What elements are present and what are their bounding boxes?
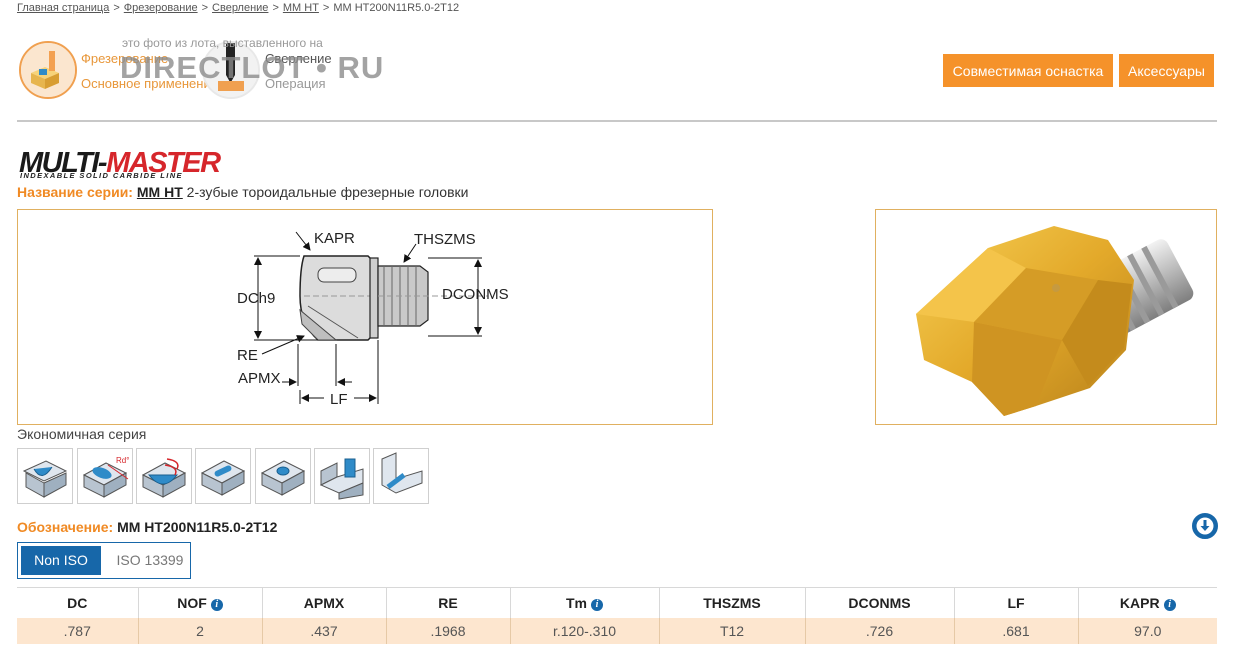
- dim-label-thszms: THSZMS: [414, 231, 476, 248]
- primary-application-caption: Основное применение: [81, 76, 218, 91]
- info-icon[interactable]: i: [1163, 599, 1176, 611]
- profile-milling-icon[interactable]: [17, 448, 73, 504]
- download-icon: [1196, 517, 1214, 535]
- column-header-label: DC: [67, 595, 88, 611]
- plunging-icon[interactable]: [255, 448, 311, 504]
- economy-series-label: Экономичная серия: [17, 426, 147, 442]
- breadcrumb-separator: >: [201, 2, 209, 14]
- series-label: Название серии:: [17, 184, 133, 200]
- breadcrumb-current: MM HT200N11R5.0-2T12: [333, 2, 460, 14]
- primary-application-icon[interactable]: [19, 41, 77, 99]
- column-header: DCONMS: [805, 587, 955, 618]
- primary-application-name: Фрезерование: [81, 51, 169, 66]
- table-cell: .1968: [386, 618, 511, 644]
- breadcrumb-separator: >: [113, 2, 120, 14]
- ramping-icon[interactable]: Rd°: [77, 448, 133, 504]
- breadcrumb-milling-link[interactable]: Фрезерование: [123, 2, 198, 14]
- info-icon[interactable]: i: [591, 599, 603, 611]
- product-photo: [875, 209, 1217, 425]
- breadcrumb: Главная страница>Фрезерование>Сверление>…: [17, 2, 459, 14]
- header-divider: [17, 120, 1217, 122]
- table-cell: 97.0: [1078, 618, 1217, 644]
- series-line: Название серии: MM HT 2-зубые тороидальн…: [17, 184, 468, 200]
- logo-text-multi: MULTI-: [19, 147, 108, 179]
- dim-label-lf: LF: [330, 391, 348, 408]
- secondary-application-icon[interactable]: [202, 41, 260, 99]
- series-code-link[interactable]: MM HT: [136, 184, 183, 200]
- logo-text-master: MASTER: [106, 147, 221, 179]
- breadcrumb-separator: >: [272, 2, 279, 14]
- table-cell: r.120-.310: [510, 618, 660, 644]
- dim-label-dch9: DCh9: [237, 290, 275, 307]
- column-header-label: KAPR: [1119, 595, 1160, 611]
- tab-non-iso[interactable]: Non ISO: [21, 546, 101, 575]
- technical-drawing: DCh9 DCONMS KAPR THSZMS RE APMX LF: [17, 209, 713, 425]
- breadcrumb-series-link[interactable]: MM HT: [282, 2, 319, 14]
- column-header-label: NOF: [177, 595, 207, 611]
- logo-subtitle: INDEXABLE SOLID CARBIDE LINE: [20, 171, 183, 180]
- multi-master-logo: MULTI-MASTER: [19, 147, 221, 179]
- column-header: RE: [386, 587, 511, 618]
- chamfering-icon[interactable]: [373, 448, 429, 504]
- dim-label-kapr: KAPR: [314, 230, 355, 247]
- dim-label-re: RE: [237, 347, 258, 364]
- dim-label-apmx: APMX: [238, 370, 281, 387]
- table-cell: .787: [17, 618, 139, 644]
- watermark-brand: DIRECTLOT • RU: [120, 50, 385, 85]
- column-header-label: LF: [1007, 595, 1025, 611]
- designation-line: Обозначение: MM HT200N11R5.0-2T12: [17, 519, 277, 535]
- table-cell: .726: [805, 618, 955, 644]
- slotting-icon[interactable]: [195, 448, 251, 504]
- download-button[interactable]: [1192, 513, 1218, 539]
- svg-text:Rd°: Rd°: [116, 456, 129, 465]
- breadcrumb-separator: >: [322, 2, 330, 14]
- compatible-tooling-button[interactable]: Совместимая оснастка: [943, 54, 1113, 87]
- helical-interpolation-icon[interactable]: [136, 448, 192, 504]
- designation-label: Обозначение:: [17, 519, 114, 535]
- column-header-label: RE: [438, 595, 458, 611]
- column-header-label: THSZMS: [703, 595, 761, 611]
- secondary-application-name: Сверление: [265, 51, 332, 66]
- column-header: LF: [954, 587, 1079, 618]
- designation-value: MM HT200N11R5.0-2T12: [117, 519, 278, 535]
- shoulder-milling-icon[interactable]: [314, 448, 370, 504]
- column-header: APMX: [262, 587, 387, 618]
- table-row: .787 2 .437 .1968 r.120-.310 T12 .726 .6…: [17, 618, 1217, 644]
- table-cell: .437: [262, 618, 387, 644]
- secondary-application-caption: Операция: [265, 76, 326, 91]
- breadcrumb-drilling-link[interactable]: Сверление: [212, 2, 269, 14]
- dim-label-dconms: DCONMS: [442, 286, 509, 303]
- table-cell: 2: [138, 618, 263, 644]
- info-icon[interactable]: i: [210, 599, 223, 611]
- column-header: DC: [17, 587, 139, 618]
- standard-tabs: Non ISO ISO 13399: [17, 542, 191, 579]
- series-description: 2-зубые тороидальные фрезерные головки: [186, 184, 469, 200]
- table-cell: .681: [954, 618, 1079, 644]
- column-header-label: APMX: [303, 595, 345, 611]
- tab-iso-13399[interactable]: ISO 13399: [116, 552, 184, 568]
- column-header: THSZMS: [659, 587, 806, 618]
- breadcrumb-home-link[interactable]: Главная страница: [17, 2, 110, 14]
- column-header-label: Tm: [566, 595, 587, 611]
- watermark-caption: это фото из лота, выставленного на: [122, 36, 323, 50]
- table-cell: T12: [659, 618, 806, 644]
- accessories-button[interactable]: Аксессуары: [1119, 54, 1214, 87]
- column-header-label: DCONMS: [848, 595, 911, 611]
